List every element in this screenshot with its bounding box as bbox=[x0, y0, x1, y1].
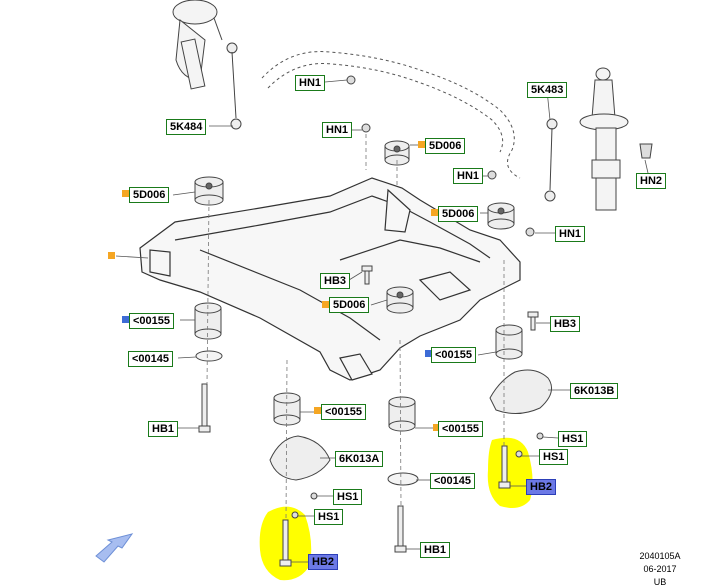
marker-5d006-b bbox=[418, 141, 425, 148]
bolt-hb3-b bbox=[527, 311, 539, 331]
callout-hs1[interactable]: HS1 bbox=[539, 449, 569, 465]
callout-5d006[interactable]: 5D006 bbox=[329, 297, 370, 313]
bolt-hb2-b bbox=[279, 519, 292, 567]
callout-6k013a[interactable]: 6K013A bbox=[335, 451, 384, 467]
front-direction-arrow-icon bbox=[95, 533, 134, 563]
nuts bbox=[291, 75, 653, 519]
axis-lines bbox=[206, 134, 505, 521]
washer-00145-b bbox=[387, 472, 419, 486]
callout-hn2[interactable]: HN2 bbox=[636, 173, 667, 189]
callout-00155[interactable]: <00155 bbox=[321, 404, 367, 420]
bushing-5d006-a bbox=[194, 176, 224, 206]
callout-5d006[interactable]: 5D006 bbox=[425, 138, 466, 154]
washer-00145-a bbox=[195, 350, 223, 362]
callout-hb1[interactable]: HB1 bbox=[420, 542, 451, 558]
callout-00155[interactable]: <00155 bbox=[431, 347, 477, 363]
left-stabilizer-link bbox=[226, 42, 242, 130]
callout-hs1[interactable]: HS1 bbox=[314, 509, 344, 525]
callout-hn1[interactable]: HN1 bbox=[555, 226, 586, 242]
callout-hb3[interactable]: HB3 bbox=[320, 273, 351, 289]
callout-hb2-selected[interactable]: HB2 bbox=[526, 479, 557, 495]
diagram-suffix: UB bbox=[653, 577, 667, 587]
bolt-hb2-a bbox=[498, 445, 511, 489]
marker-00155-d bbox=[433, 424, 440, 431]
callout-hs1[interactable]: HS1 bbox=[333, 489, 363, 505]
callout-00155[interactable]: <00155 bbox=[438, 421, 484, 437]
stabilizer-bar bbox=[261, 51, 521, 179]
bushing-00155-d bbox=[388, 396, 416, 432]
right-stabilizer-link bbox=[544, 118, 558, 202]
bushing-00155-b bbox=[495, 324, 523, 360]
bracket-6k013a bbox=[269, 435, 331, 481]
callout-5k484[interactable]: 5K484 bbox=[166, 119, 207, 135]
callout-hn1[interactable]: HN1 bbox=[295, 75, 326, 91]
callout-hb3[interactable]: HB3 bbox=[550, 316, 581, 332]
marker-5d006-c bbox=[431, 209, 438, 216]
callout-hn1[interactable]: HN1 bbox=[453, 168, 484, 184]
marker-00155-c bbox=[314, 407, 321, 414]
bushing-5d006-d bbox=[386, 286, 414, 314]
callout-5d006[interactable]: 5D006 bbox=[129, 187, 170, 203]
bolt-hb1-b bbox=[394, 505, 407, 553]
marker-subframe bbox=[108, 252, 115, 259]
callout-hs1[interactable]: HS1 bbox=[558, 431, 588, 447]
bracket-6k013b bbox=[489, 369, 553, 414]
callout-5k483[interactable]: 5K483 bbox=[527, 82, 568, 98]
callout-6k013b[interactable]: 6K013B bbox=[570, 383, 619, 399]
callout-hn1[interactable]: HN1 bbox=[322, 122, 353, 138]
right-strut bbox=[579, 67, 629, 211]
marker-00155-a bbox=[122, 316, 129, 323]
marker-5d006-a bbox=[122, 190, 129, 197]
marker-00155-b bbox=[425, 350, 432, 357]
diagram-code: 2040105A bbox=[639, 551, 681, 561]
callout-hb2-selected[interactable]: HB2 bbox=[308, 554, 339, 570]
marker-5d006-d bbox=[322, 301, 329, 308]
callout-00155[interactable]: <00155 bbox=[129, 313, 175, 329]
bolt-hb3-a bbox=[361, 265, 373, 285]
callout-00145[interactable]: <00145 bbox=[128, 351, 174, 367]
bushing-5d006-c bbox=[487, 202, 515, 230]
callout-00145[interactable]: <00145 bbox=[430, 473, 476, 489]
left-strut bbox=[172, 0, 223, 90]
diagram-date: 06-2017 bbox=[643, 564, 677, 574]
highlight-hb2-right bbox=[487, 437, 533, 508]
callout-hb1[interactable]: HB1 bbox=[148, 421, 179, 437]
bolt-hb1-a bbox=[198, 383, 211, 433]
callout-5d006[interactable]: 5D006 bbox=[438, 206, 479, 222]
